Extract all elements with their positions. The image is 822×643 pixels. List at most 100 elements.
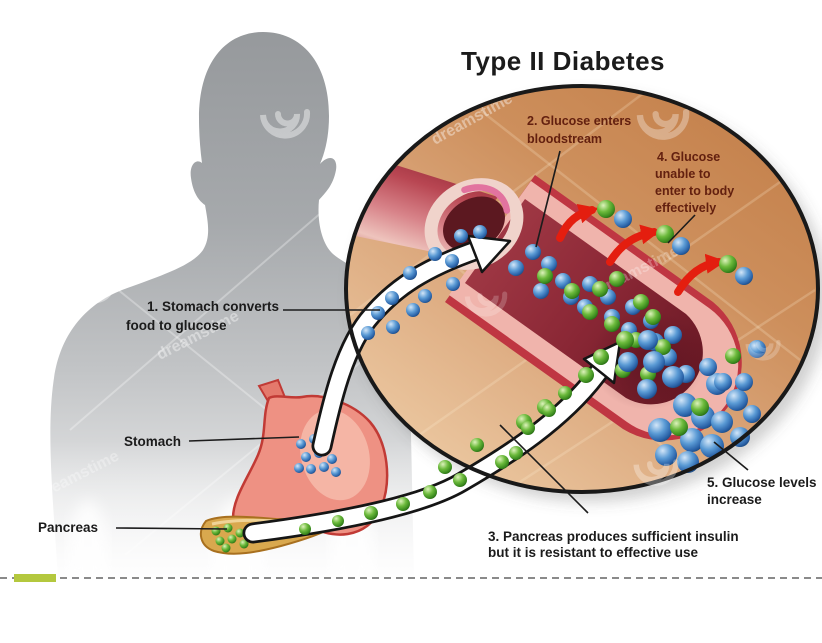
glucose-molecule — [454, 229, 468, 243]
page-title: Type II Diabetes — [461, 46, 665, 76]
insulin-molecule — [725, 348, 741, 364]
glucose-molecule — [418, 289, 432, 303]
insulin-molecule — [564, 283, 580, 299]
glucose-molecule — [699, 358, 717, 376]
glucose-molecule — [672, 237, 690, 255]
insulin-molecule — [223, 523, 233, 533]
glucose-molecule — [648, 418, 672, 442]
glucose-molecule — [319, 462, 329, 472]
insulin-molecule — [616, 331, 634, 349]
glucose-molecule — [525, 244, 541, 260]
insulin-molecule — [593, 349, 609, 365]
glucose-molecule — [301, 452, 311, 462]
leader-line-step2 — [535, 150, 561, 248]
label-step3: 3. Pancreas produces sufficient insulin … — [488, 529, 742, 560]
insulin-molecule — [537, 268, 553, 284]
leader-line-pancreas — [115, 527, 228, 530]
glucose-molecule — [371, 306, 385, 320]
glucose-molecule — [726, 389, 748, 411]
insulin-molecule — [221, 543, 231, 553]
glucose-molecule — [673, 393, 697, 417]
insulin-molecule — [691, 398, 709, 416]
glucose-trail — [361, 225, 487, 340]
insulin-molecule — [592, 281, 608, 297]
insulin-molecule — [299, 523, 311, 535]
glucose-molecule — [533, 283, 549, 299]
leader-line-stomach — [188, 436, 300, 442]
green-divider-bar — [14, 574, 56, 582]
insulin-molecule — [396, 497, 410, 511]
glucose-molecule — [403, 266, 417, 280]
glucose-molecule — [406, 303, 420, 317]
glucose-molecule — [331, 467, 341, 477]
glucose-molecule — [614, 210, 632, 228]
leader-lines — [115, 150, 749, 530]
glucose-molecule — [508, 260, 524, 276]
insulin-molecule — [609, 271, 625, 287]
glucose-molecule — [664, 326, 682, 344]
leader-line-step4 — [667, 214, 696, 244]
glucose-molecule — [445, 254, 459, 268]
glucose-molecule — [327, 454, 337, 464]
insulin-molecule — [578, 367, 594, 383]
label-step5: 5. Glucose levels increase — [707, 475, 820, 507]
glucose-molecule — [446, 277, 460, 291]
insulin-molecule — [656, 225, 674, 243]
insulin-molecule — [633, 294, 649, 310]
insulin-glucose-pairs — [597, 200, 753, 285]
glucose-molecule — [294, 463, 304, 473]
glucose-molecule — [473, 225, 487, 239]
glucose-molecule — [638, 330, 658, 350]
insulin-molecule — [235, 528, 245, 538]
glucose-molecule — [662, 366, 684, 388]
glucose-molecule — [680, 428, 704, 452]
insulin-molecule — [645, 309, 661, 325]
glucose-molecule — [700, 434, 724, 458]
insulin-molecule — [364, 506, 378, 520]
label-step4: 4. Glucose unable to enter to body effec… — [655, 150, 738, 215]
insulin-molecule — [655, 339, 671, 355]
insulin-molecule — [597, 200, 615, 218]
insulin-molecule — [239, 539, 249, 549]
insulin-molecule — [227, 534, 237, 544]
glucose-molecule — [306, 464, 316, 474]
glucose-molecule — [618, 352, 638, 372]
bloodstream-molecules — [508, 244, 695, 430]
glucose-molecule — [637, 379, 657, 399]
insulin-molecule — [453, 473, 467, 487]
insulin-molecule — [495, 455, 509, 469]
insulin-molecule — [558, 386, 572, 400]
insulin-molecule — [423, 485, 437, 499]
glucose-molecule — [711, 411, 733, 433]
insulin-molecule — [582, 304, 598, 320]
glucose-molecule — [714, 373, 732, 391]
glucose-molecule — [361, 326, 375, 340]
glucose-molecule — [385, 291, 399, 305]
glucose-molecule — [655, 444, 677, 466]
label-step2: 2. Glucose enters bloodstream — [527, 114, 635, 146]
insulin-molecule — [438, 460, 452, 474]
insulin-molecule — [604, 316, 620, 332]
insulin-molecule — [470, 438, 484, 452]
insulin-molecule — [521, 421, 535, 435]
label-stomach: Stomach — [124, 434, 181, 449]
glucose-molecule — [428, 247, 442, 261]
label-step1: 1. Stomach converts food to glucose — [126, 299, 283, 333]
insulin-trail — [299, 386, 572, 535]
accumulated-glucose-cluster — [616, 330, 766, 473]
blocked-glucose-arrows — [556, 203, 726, 296]
leader-line-step5 — [713, 441, 749, 471]
insulin-molecule — [719, 255, 737, 273]
insulin-molecule — [332, 515, 344, 527]
glucose-molecule — [643, 351, 665, 373]
insulin-molecule — [211, 526, 221, 536]
glucose-molecule — [743, 405, 761, 423]
insulin-molecule — [670, 418, 688, 436]
insulin-molecule — [542, 403, 556, 417]
glucose-molecule — [296, 439, 306, 449]
insulin-molecule — [215, 536, 225, 546]
insulin-molecule — [509, 446, 523, 460]
pancreas-insulin-cluster — [211, 523, 249, 553]
leader-line-step3 — [499, 424, 589, 514]
